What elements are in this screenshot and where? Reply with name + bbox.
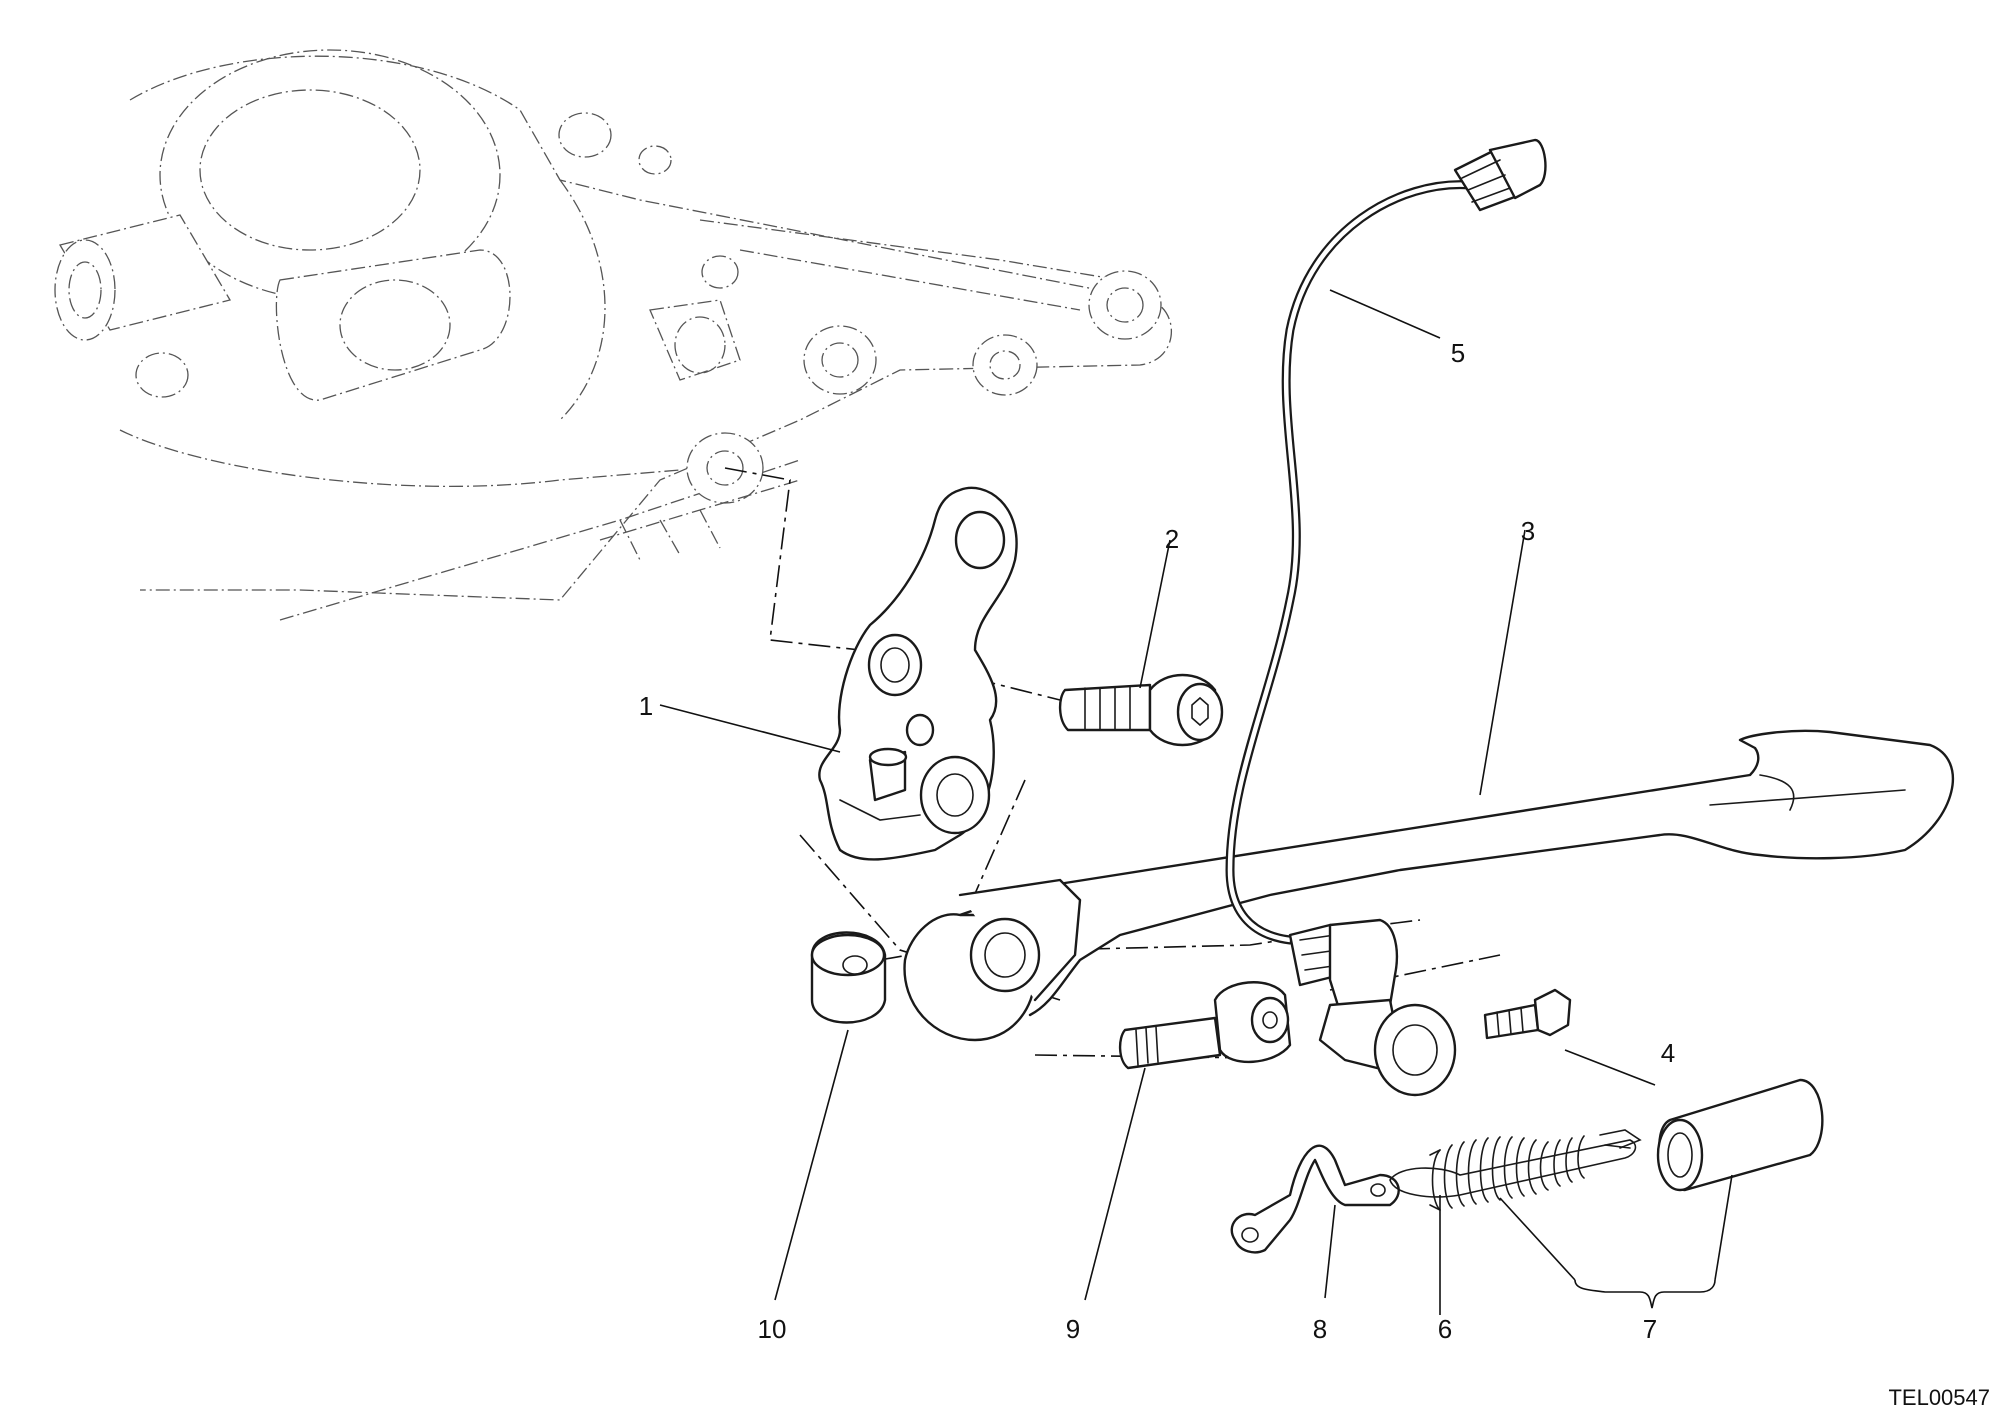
side-stand-leg [903,729,1955,1042]
callout-8: 8 [1313,1314,1327,1344]
callout-6: 6 [1438,1314,1452,1344]
sensor-cable [1225,138,1547,945]
reference-code: TEL00547 [1888,1385,1990,1410]
callout-labels: 1 2 3 4 5 6 7 8 9 10 TEL00547 [639,338,1990,1410]
return-spring [1389,1129,1642,1211]
spring-sleeve [1656,1078,1824,1192]
callout-10: 10 [758,1314,787,1344]
leader-lines [659,289,1733,1315]
sensor-screw [1483,988,1572,1040]
pivot-pin [1118,981,1292,1070]
callout-3: 3 [1521,516,1535,546]
side-stand-bracket [818,486,1018,861]
callout-2: 2 [1165,524,1179,554]
bolt [1058,673,1224,747]
callout-4: 4 [1661,1038,1675,1068]
callout-5: 5 [1451,338,1465,368]
side-stand-sensor [1288,918,1457,1097]
spring-hook-plate [1230,1144,1400,1254]
callout-7: 7 [1643,1314,1657,1344]
callout-9: 9 [1066,1314,1080,1344]
spacer-bushing [810,931,887,1024]
callout-1: 1 [639,691,653,721]
